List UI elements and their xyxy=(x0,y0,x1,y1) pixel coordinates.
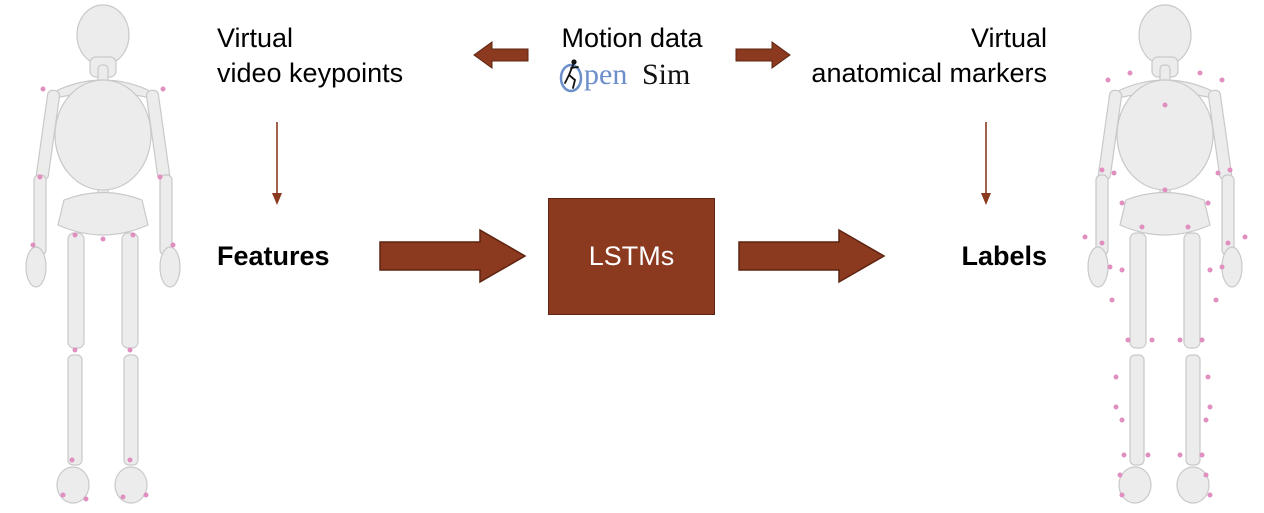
opensim-pen: pen xyxy=(584,58,628,91)
arrow-left-top-icon xyxy=(473,41,529,69)
opensim-logo: O pen Sim xyxy=(553,56,713,96)
features-label: Features xyxy=(217,241,330,271)
left-title-line1: Virtual xyxy=(217,23,294,53)
labels-label: Labels xyxy=(961,241,1047,271)
left-skeleton-icon xyxy=(25,4,181,504)
lstm-label: LSTMs xyxy=(588,241,675,271)
arrow-lstm-to-labels-icon xyxy=(738,228,886,284)
arrow-down-left-icon xyxy=(272,122,282,205)
opensim-sim: Sim xyxy=(642,58,691,91)
right-title-line1: Virtual xyxy=(970,23,1047,53)
left-title-line2: video keypoints xyxy=(217,58,404,88)
lstm-box: LSTMs xyxy=(548,198,715,315)
right-title-line2: anatomical markers xyxy=(811,58,1047,88)
arrow-features-to-lstm-icon xyxy=(379,228,527,284)
motion-data-label: Motion data xyxy=(561,23,703,53)
opensim-runner-icon xyxy=(559,59,583,93)
arrow-right-top-icon xyxy=(735,41,791,69)
arrow-down-right-icon xyxy=(981,122,991,205)
right-skeleton-icon xyxy=(1082,4,1248,504)
